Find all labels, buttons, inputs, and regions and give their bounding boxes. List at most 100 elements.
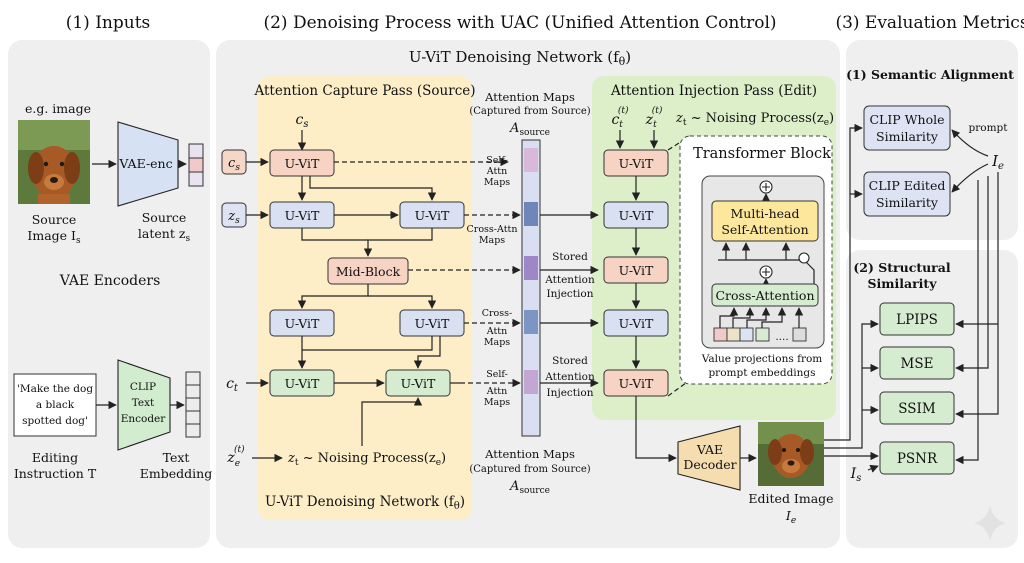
capture-pass-title: Attention Capture Pass (Source) (253, 83, 475, 99)
metric-ssim-box: SSIM (879, 391, 955, 425)
stored-injection-2b: Attention (544, 371, 595, 383)
network-title: U-ViT Denoising Network (fθ) (409, 48, 631, 68)
instruction-line-2: a black (36, 399, 75, 411)
attn-maps-top-title: Attention Maps (484, 90, 575, 104)
capture-pass-panel (258, 76, 472, 520)
is-label: Is (850, 466, 862, 484)
svg-text:Mid-Block: Mid-Block (336, 264, 401, 279)
cross-attn-label-2a: Cross- (482, 308, 513, 319)
vae-decoder-block (677, 425, 741, 491)
uvit-capture-7: U-ViT (385, 369, 451, 397)
svg-text:MSE: MSE (901, 356, 934, 372)
edited-image-label-1: Edited Image (748, 491, 833, 506)
ct-t-label: ct(t) (611, 105, 629, 130)
attn-map-cell-5 (524, 370, 538, 394)
svg-text:PSNR: PSNR (897, 451, 938, 467)
self-attn-label-bot-3: Maps (484, 397, 510, 408)
svg-text:U-ViT: U-ViT (401, 376, 436, 391)
clip-label-3: Encoder (121, 413, 167, 425)
attn-maps-bottom-title: Attention Maps (484, 447, 575, 461)
injection-pass-title: Attention Injection Pass (Edit) (610, 83, 817, 99)
value-proj-label-1: Value projections from (701, 353, 823, 365)
instruction-line-1: 'Make the dog (17, 383, 93, 395)
attn-maps-bottom-sub: (Captured from Source) (469, 464, 590, 475)
uvit-inject-2: U-ViT (603, 201, 669, 229)
stored-injection-1b: Attention (544, 274, 595, 286)
uvit-capture-3: U-ViT (399, 201, 465, 229)
svg-text:LPIPS: LPIPS (896, 312, 938, 328)
residual-node-icon (798, 252, 810, 264)
attn-map-cell-2 (524, 202, 538, 226)
svg-text:Multi-head: Multi-head (731, 206, 800, 221)
svg-text:SSIM: SSIM (898, 401, 936, 417)
vae-decoder-label-2: Decoder (683, 457, 736, 472)
self-attn-label-bot-1: Self- (486, 369, 508, 380)
svg-text:U-ViT: U-ViT (619, 156, 654, 171)
mid-block: Mid-Block (327, 257, 409, 285)
zs-input-label: zs (227, 209, 240, 226)
source-image-label-2: Image Is (27, 228, 81, 246)
cross-attn-label-1a: Cross-Attn (467, 224, 518, 235)
structural-title-1: (2) Structural (853, 260, 951, 275)
source-latent-label-1: Source (142, 210, 187, 225)
clip-label-1: CLIP (130, 381, 156, 393)
uvit-capture-6: U-ViT (269, 369, 335, 397)
metric-lpips-box: LPIPS (879, 302, 955, 336)
attn-map-cell-3 (524, 256, 538, 280)
vae-encoders-label: VAE Encoders (59, 273, 161, 289)
ct-label: ct (226, 376, 239, 394)
vae-decoder-label-1: VAE (696, 442, 723, 457)
stored-injection-2c: Injection (547, 387, 594, 399)
a-source-bottom: Asource (509, 479, 550, 496)
self-attn-label-top-2: Attn (486, 166, 507, 177)
cross-attention-block: Cross-Attention (711, 283, 819, 307)
stored-injection-1c: Injection (547, 288, 594, 300)
metric-mse-box: MSE (879, 346, 955, 380)
transformer-block-title: Transformer Block (693, 146, 831, 162)
mhsa-block: Multi-head Self-Attention (711, 200, 819, 242)
cross-attn-label-2c: Maps (484, 337, 510, 348)
svg-text:U-ViT: U-ViT (285, 316, 320, 331)
stored-injection-2a: Stored (552, 355, 588, 367)
svg-text:Cross-Attention: Cross-Attention (715, 288, 814, 303)
uvit-inject-3: U-ViT (603, 256, 669, 284)
cross-attn-label-2b: Attn (486, 326, 507, 337)
source-latent-stack (188, 143, 204, 187)
clip-text-encoder-block (117, 359, 171, 451)
uvit-inject-5: U-ViT (603, 369, 669, 397)
prompt-label: prompt (969, 122, 1009, 134)
editing-instruction-label-1: Editing (32, 450, 78, 465)
attn-maps-top-sub: (Captured from Source) (469, 106, 590, 117)
ie-label: Ie (991, 152, 1004, 172)
svg-text:U-ViT: U-ViT (415, 316, 450, 331)
uvit-inject-4: U-ViT (603, 309, 669, 337)
self-attn-label-top-1: Self- (486, 155, 508, 166)
uvit-capture-5: U-ViT (399, 309, 465, 337)
svg-text:U-ViT: U-ViT (285, 376, 320, 391)
vae-encoder-block (117, 121, 179, 207)
ze-t-label: ze(t) (226, 444, 245, 469)
svg-text:....: .... (775, 331, 788, 343)
zt-t-label: zt(t) (645, 105, 663, 130)
capture-footer: U-ViT Denoising Network (fθ) (265, 494, 465, 512)
svg-text:Self-Attention: Self-Attention (721, 222, 808, 237)
denoising-section-title: (2) Denoising Process with UAC (Unified … (263, 13, 776, 33)
editing-instruction-label-2: Instruction T (14, 466, 97, 481)
structural-title-2: Similarity (868, 276, 938, 291)
svg-text:U-ViT: U-ViT (285, 156, 320, 171)
value-proj-label-2: prompt embeddings (708, 367, 815, 379)
noising-process-top: zt ~ Noising Process(ze) (675, 111, 834, 128)
svg-text:CLIP Edited: CLIP Edited (869, 178, 946, 193)
svg-text:CLIP Whole: CLIP Whole (869, 112, 944, 127)
metric-psnr-box: PSNR (879, 441, 955, 475)
cs-top-label: cs (296, 112, 309, 130)
a-source-top: Asource (509, 121, 550, 138)
uvit-inject-1: U-ViT (603, 149, 669, 177)
instruction-box (13, 373, 97, 437)
self-attn-label-top-3: Maps (484, 177, 510, 188)
attn-map-cell-1 (524, 148, 538, 172)
noising-process-bottom: zt ~ Noising Process(ze) (287, 451, 446, 468)
svg-text:Similarity: Similarity (876, 129, 939, 144)
instruction-line-3: spotted dog' (22, 415, 88, 427)
